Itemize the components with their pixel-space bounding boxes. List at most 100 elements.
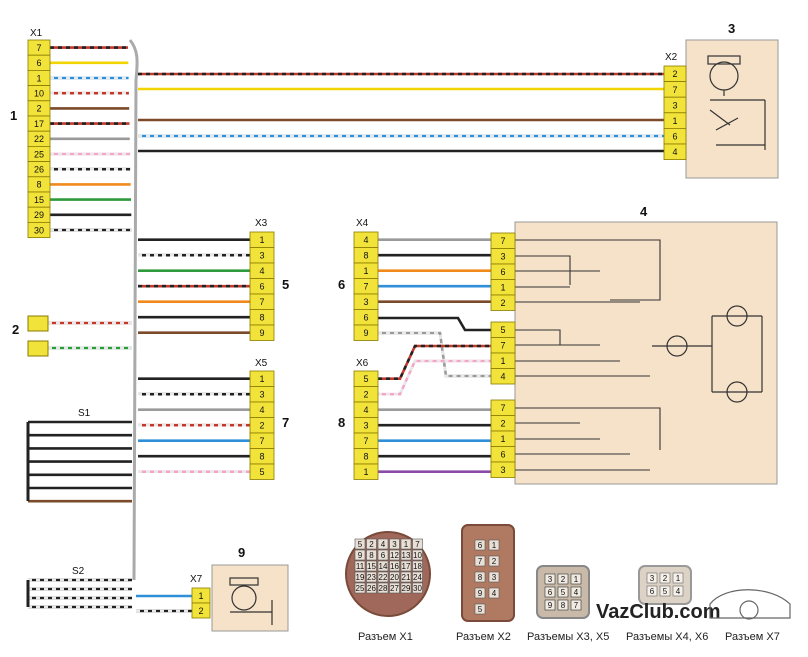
svg-text:1: 1 [36, 73, 41, 83]
svg-text:1: 1 [500, 283, 505, 293]
plug-pin: 2 [488, 555, 500, 567]
svg-text:26: 26 [367, 584, 376, 593]
connector-x4-pin: 9 [353, 324, 379, 341]
svg-text:5: 5 [478, 605, 483, 614]
svg-text:3: 3 [259, 251, 264, 261]
svg-text:1: 1 [198, 591, 203, 601]
connector-4-bot-pin: 1 [490, 430, 516, 447]
caption-x4x6: Разъемы Х4, Х6 [626, 631, 708, 643]
plug-pin: 1 [570, 573, 582, 585]
svg-text:7: 7 [363, 436, 368, 446]
svg-text:7: 7 [500, 236, 505, 246]
plug-pin: 22 [377, 571, 389, 583]
connector-x2-pin: 6 [663, 127, 687, 145]
svg-text:2: 2 [36, 104, 41, 114]
plug-pin: 9 [474, 587, 486, 599]
connector-x1-pin: 30 [27, 221, 51, 238]
component-9-box [211, 564, 289, 632]
led-icons [652, 305, 763, 403]
plug-pin: 8 [474, 571, 486, 583]
plug-pin: 11 [354, 560, 366, 572]
svg-text:3: 3 [392, 540, 397, 549]
svg-text:8: 8 [259, 452, 264, 462]
plug-pin: 7 [570, 599, 582, 611]
connector-x3-pin: 3 [249, 247, 275, 264]
connector-x4-pin: 4 [353, 231, 379, 248]
splice-s2-label: S2 [72, 566, 85, 577]
connector-x1-pin: 6 [27, 54, 51, 71]
svg-text:4: 4 [492, 589, 497, 598]
connector-4-top-pin: 3 [490, 248, 516, 265]
plug-pin: 1 [488, 539, 500, 551]
plug-pin: 9 [544, 599, 556, 611]
svg-text:8: 8 [369, 551, 374, 560]
svg-text:1: 1 [676, 574, 681, 583]
connector-4-mid-pin: 1 [490, 352, 516, 369]
connector-x1-pin: 22 [27, 130, 51, 147]
plug-pin: 21 [400, 571, 412, 583]
connector-4-mid-pin: 5 [490, 321, 516, 338]
plug-pin: 2 [366, 538, 377, 550]
svg-text:4: 4 [259, 266, 264, 276]
plug-pin: 9 [354, 549, 366, 561]
svg-text:5: 5 [561, 588, 566, 597]
svg-text:5: 5 [663, 587, 668, 596]
svg-text:3: 3 [492, 573, 497, 582]
svg-text:4: 4 [363, 235, 368, 245]
svg-text:7: 7 [672, 85, 677, 95]
svg-text:22: 22 [379, 573, 388, 582]
plug-pin: 27 [389, 582, 400, 594]
svg-text:29: 29 [34, 210, 44, 220]
connector-x5-label: X5 [255, 358, 268, 369]
component-6-number: 6 [338, 277, 345, 292]
svg-text:5: 5 [358, 540, 363, 549]
motor-3-icon [707, 55, 766, 150]
svg-text:28: 28 [379, 584, 388, 593]
component-8-number: 8 [338, 415, 345, 430]
svg-text:3: 3 [259, 390, 264, 400]
plug-pin: 5 [659, 585, 671, 597]
svg-text:25: 25 [34, 149, 44, 159]
plug-pin: 25 [354, 582, 366, 594]
connector-x2-label: X2 [665, 52, 678, 63]
plug-pin: 1 [400, 538, 412, 550]
connector-x2-pin: 3 [663, 96, 687, 114]
connector-x1-pin: 7 [27, 39, 51, 56]
svg-text:7: 7 [478, 557, 483, 566]
svg-text:10: 10 [413, 551, 422, 560]
connector-x1-pin: 17 [27, 115, 51, 132]
svg-text:6: 6 [500, 450, 505, 460]
connector-x1-pin: 8 [27, 176, 51, 193]
plug-pin: 4 [570, 586, 582, 598]
svg-text:4: 4 [672, 147, 677, 157]
plug-pin: 15 [366, 560, 377, 572]
svg-text:2: 2 [198, 606, 203, 616]
plug-pin: 3 [544, 573, 556, 585]
svg-text:6: 6 [259, 282, 264, 292]
svg-text:1: 1 [500, 356, 505, 366]
svg-text:4: 4 [676, 587, 681, 596]
connector-4-mid-pin: 4 [490, 368, 516, 385]
svg-text:10: 10 [34, 89, 44, 99]
svg-text:26: 26 [34, 165, 44, 175]
connector-x5-pin: 3 [249, 386, 275, 403]
plug-pin: 2 [557, 573, 569, 585]
svg-text:9: 9 [548, 601, 553, 610]
splice-s1-label: S1 [78, 408, 91, 419]
svg-text:4: 4 [574, 588, 579, 597]
wire [378, 344, 491, 380]
connector-4-top-pin: 6 [490, 263, 516, 280]
svg-text:5: 5 [259, 467, 264, 477]
connector-x3-pin: 9 [249, 324, 275, 341]
caption-x1: Разъем Х1 [358, 631, 413, 643]
svg-text:3: 3 [650, 574, 655, 583]
svg-text:22: 22 [34, 134, 44, 144]
wire-stripe [378, 331, 491, 378]
svg-text:1: 1 [492, 541, 497, 550]
plug-pin: 3 [488, 571, 500, 583]
component-4-circuit [515, 239, 661, 471]
connector-4-bot-pin: 2 [490, 415, 516, 432]
svg-text:3: 3 [672, 100, 677, 110]
